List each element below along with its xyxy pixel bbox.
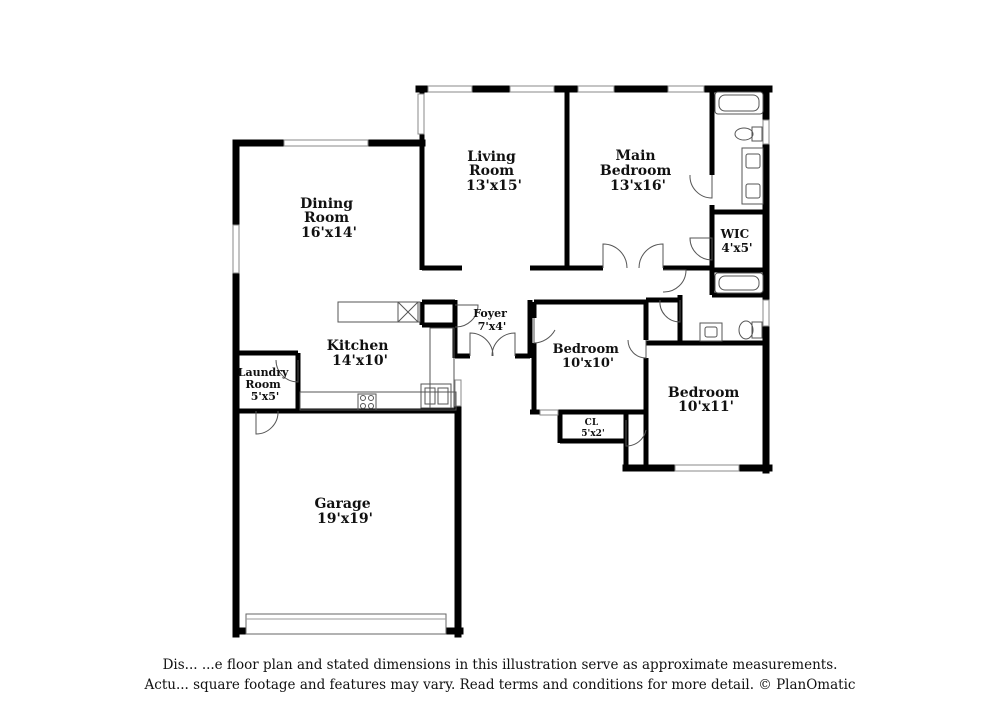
svg-text:Main Bedroom 13'x1: Main Bedroom 13'x16'	[600, 148, 676, 194]
disclaimer-line-2: Actu... square footage and features may …	[144, 677, 856, 693]
laundry-room-label-2: Room	[245, 378, 281, 391]
living-room-label-2: Room	[469, 163, 514, 179]
room-labels: Living Room 13'x15' Main Bedroom 13'x16'…	[238, 148, 754, 527]
garage-dims: 19'x19'	[317, 511, 373, 527]
svg-text:WIC 4'x5': WIC 4'x5'	[720, 227, 754, 255]
windows	[232, 85, 770, 472]
svg-text:Laundry Room 5'x5': Laundry Room 5'x5'	[238, 366, 293, 403]
dining-room-dims: 16'x14'	[301, 225, 357, 241]
bedroom-b-dims: 10'x11'	[678, 399, 734, 415]
dining-room-label: Dining	[300, 196, 353, 212]
doors	[255, 174, 713, 447]
bedroom-a-dims: 10'x10'	[562, 356, 614, 371]
svg-text:Foyer 7'x4': Foyer 7'x4'	[473, 307, 511, 333]
foyer-label: Foyer	[473, 307, 507, 320]
garage-label: Garage	[314, 496, 370, 512]
wic-dims: 4'x5'	[721, 241, 752, 255]
foyer-dims: 7'x4'	[478, 320, 507, 333]
bedroom-b-label: Bedroom	[668, 385, 740, 401]
living-room-dims: 13'x15'	[466, 178, 522, 194]
dining-room-label-2: Room	[304, 210, 349, 226]
laundry-room-dims: 5'x5'	[251, 390, 280, 403]
svg-text:Dining Room 16'x14: Dining Room 16'x14'	[300, 196, 358, 241]
kitchen-dims: 14'x10'	[332, 353, 388, 369]
main-bedroom-dims: 13'x16'	[610, 178, 666, 194]
closet-dims: 5'x2'	[581, 429, 604, 439]
laundry-room-label: Laundry	[238, 366, 289, 379]
kitchen-label: Kitchen	[327, 338, 389, 354]
svg-text:Bedroom 10'x11': Bedroom 10'x11'	[668, 385, 744, 415]
svg-text:Living Room 13'x15: Living Room 13'x15'	[466, 149, 522, 194]
main-bedroom-label-2: Bedroom	[600, 163, 672, 179]
svg-text:Bedroom 10'x10': Bedroom 10'x10'	[553, 342, 624, 371]
bedroom-a-label: Bedroom	[553, 342, 620, 357]
main-bedroom-label: Main	[616, 148, 656, 164]
closet-label: CL	[585, 418, 599, 428]
svg-text:Kitchen 14'x10': Kitchen 14'x10'	[327, 338, 394, 369]
svg-text:CL 5'x2': CL 5'x2'	[581, 418, 604, 439]
svg-text:Garage 19'x19': Garage 19'x19'	[314, 496, 375, 527]
living-room-label: Living	[467, 149, 516, 165]
garage-door	[245, 613, 447, 635]
wic-label: WIC	[720, 227, 750, 241]
disclaimer-line-1: Dis... ...e floor plan and stated dimens…	[162, 657, 838, 673]
fixtures	[299, 91, 764, 411]
